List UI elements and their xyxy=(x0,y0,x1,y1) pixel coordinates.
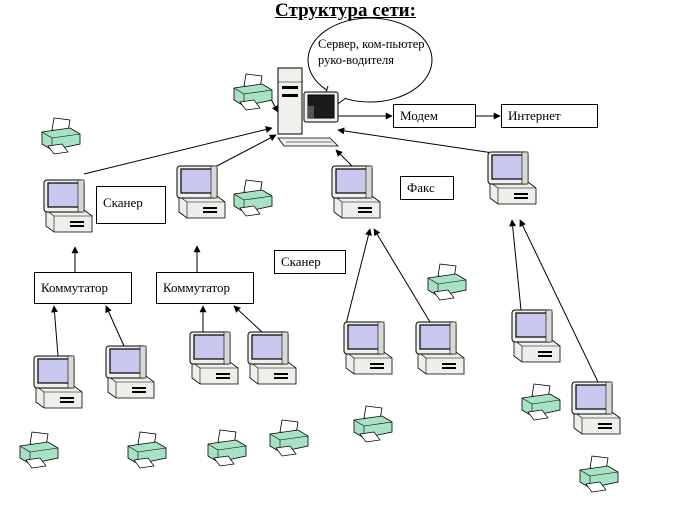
computer-icon-workstation xyxy=(415,321,465,375)
printer-icon xyxy=(207,429,247,467)
switch-box-left: Коммутатор xyxy=(34,272,132,304)
printer-icon xyxy=(269,419,309,457)
modem-box: Модем xyxy=(393,104,476,128)
link-pc-pc3 xyxy=(345,228,372,325)
server-note-bubble xyxy=(307,17,433,103)
computer-icon-workstation xyxy=(247,331,297,385)
computer-icon-workstation xyxy=(189,331,239,385)
printer-icon xyxy=(19,431,59,469)
computer-icon-workstation xyxy=(343,321,393,375)
printer-icon xyxy=(127,431,167,469)
computer-icon-workstation xyxy=(571,381,621,435)
link-pc-pc4-a xyxy=(509,219,522,311)
internet-box: Интернет xyxy=(501,104,598,128)
diagram-title: Структура сети: xyxy=(275,0,416,21)
computer-icon-workstation xyxy=(511,309,561,363)
computer-icon-switch-pc xyxy=(176,165,226,219)
printer-icon xyxy=(41,117,81,155)
computer-icon-scanner-pc xyxy=(43,179,93,233)
computer-icon-fax-pc xyxy=(331,165,381,219)
link-pc-switch2-b xyxy=(233,305,263,333)
computer-icon-workstation xyxy=(33,355,83,409)
printer-icon xyxy=(427,263,467,301)
link-pc-switch1-b xyxy=(105,305,125,347)
printer-icon-scanner xyxy=(233,179,273,217)
link-pc-pc4-b xyxy=(519,219,599,383)
computer-icon-workstation xyxy=(105,345,155,399)
fax-box: Факс xyxy=(400,176,454,200)
printer-icon-server xyxy=(233,73,273,111)
link-pc4-server xyxy=(337,127,501,155)
printer-icon xyxy=(521,383,561,421)
link-pc1-server xyxy=(83,126,273,175)
printer-icon xyxy=(579,455,619,493)
link-printer-pc3 xyxy=(373,228,431,323)
switch-box-middle: Коммутатор xyxy=(156,272,254,304)
link-pc3-server xyxy=(335,149,353,167)
computer-icon-right-pc xyxy=(487,151,537,205)
scanner-box-left: Сканер xyxy=(96,186,166,224)
scanner-box-middle: Сканер xyxy=(274,250,346,274)
printer-icon xyxy=(353,405,393,443)
server-note-text: Сервер, ком-пьютер руко-водителя xyxy=(318,37,425,67)
link-pc-switch1-a xyxy=(51,305,59,357)
link-pc2-server xyxy=(212,134,277,169)
